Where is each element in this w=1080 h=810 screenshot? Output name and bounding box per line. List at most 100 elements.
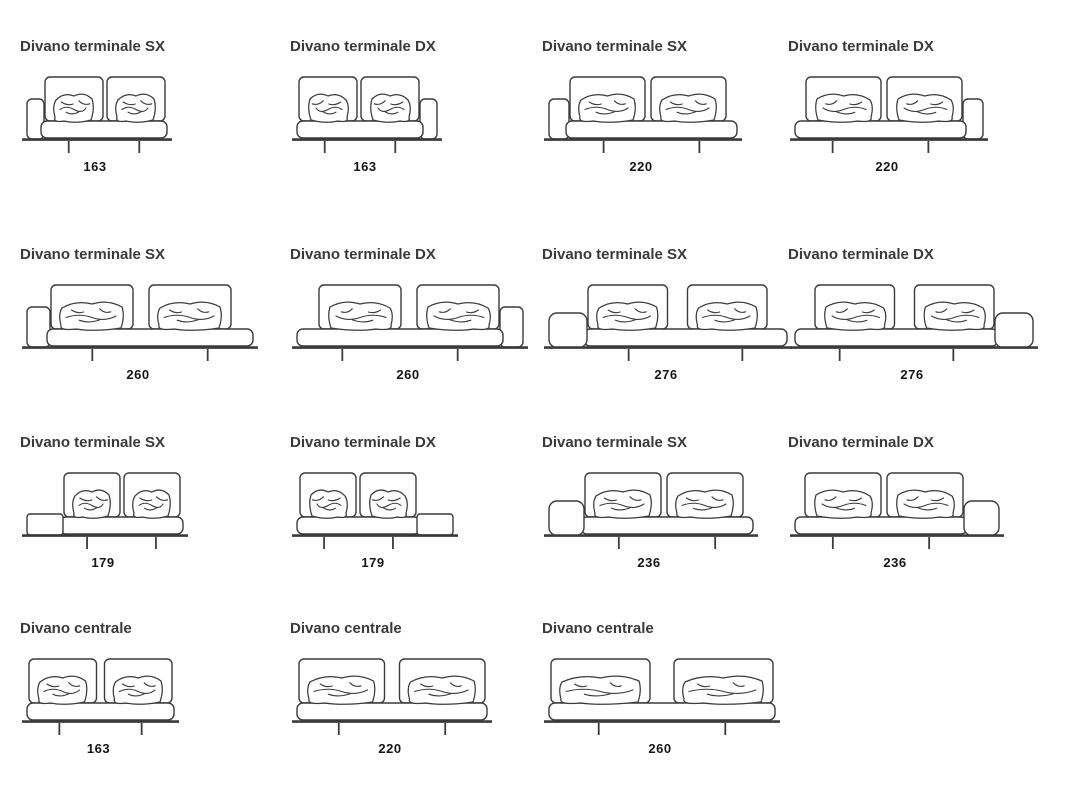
sofa-drawing — [22, 658, 286, 738]
dimension-label: 276 — [654, 367, 678, 382]
item-title: Divano terminale DX — [788, 38, 934, 55]
sofa-item: Divano terminale DX 276 — [788, 246, 1054, 382]
cushion — [676, 111, 696, 115]
cushion — [132, 489, 171, 519]
cushion — [607, 309, 621, 314]
cushion — [78, 319, 101, 323]
cushion — [377, 106, 405, 112]
sofa-item: Divano terminale DX 163 — [290, 38, 556, 174]
sofa-item: Divano terminale DX 236 — [788, 434, 1054, 570]
cushion — [685, 497, 699, 502]
cushion — [734, 308, 747, 313]
cushion — [930, 101, 944, 106]
cushion — [578, 93, 636, 123]
cushion — [695, 301, 758, 331]
seat-base — [26, 702, 175, 721]
cushion — [322, 111, 337, 115]
sofa-drawing — [544, 76, 808, 156]
cushion — [370, 93, 411, 123]
cushion — [138, 502, 164, 508]
cushion — [376, 502, 402, 508]
cushion — [168, 309, 183, 314]
cushion — [836, 111, 856, 115]
seat-base — [296, 516, 421, 535]
cushion — [602, 314, 652, 320]
cushion — [143, 507, 158, 511]
cushion — [565, 688, 634, 694]
cushion — [588, 101, 602, 106]
cushion — [72, 489, 111, 519]
cushion — [373, 100, 386, 105]
cushion — [59, 106, 87, 112]
sofa-item: Divano terminale SX 276 — [542, 246, 808, 382]
cushion — [139, 497, 153, 502]
cushion — [420, 683, 434, 688]
cushion — [413, 688, 469, 694]
cushion — [599, 502, 645, 508]
cushion — [707, 309, 721, 314]
sofa-item: Divano terminale DX 179 — [290, 434, 556, 570]
cushion — [449, 319, 472, 323]
sofa-drawing — [544, 284, 808, 364]
cushion — [688, 688, 757, 694]
cushion — [156, 496, 169, 501]
cushion — [351, 319, 374, 323]
cushion — [593, 489, 652, 519]
cushion — [629, 496, 642, 501]
cushion — [821, 502, 867, 508]
armrest — [26, 513, 64, 536]
sofa-item: Divano terminale DX 220 — [788, 38, 1054, 174]
cushion — [426, 301, 491, 331]
item-title: Divano terminale SX — [20, 38, 166, 55]
seat-base — [296, 328, 504, 347]
item-title: Divano terminale SX — [542, 434, 688, 451]
sofa-drawing — [292, 472, 556, 552]
item-title: Divano terminale DX — [290, 38, 436, 55]
cushion — [327, 497, 341, 502]
cushion — [307, 675, 376, 705]
item-title: Divano centrale — [290, 620, 402, 637]
seat-base — [59, 516, 184, 535]
cushion — [428, 693, 451, 697]
cushion — [46, 683, 60, 688]
cushion — [122, 101, 136, 106]
sofa-drawing — [292, 76, 556, 156]
cushion — [59, 301, 124, 331]
cushion — [308, 93, 349, 123]
cushion — [83, 507, 98, 511]
cushion — [327, 693, 351, 697]
sofa-item: Divano terminale SX 163 — [20, 38, 286, 174]
cushion — [697, 683, 711, 688]
sofa-drawing — [544, 472, 808, 552]
cushion — [65, 314, 117, 320]
sofa-item: Divano terminale SX 220 — [542, 38, 808, 174]
dimension-label: 163 — [353, 159, 377, 174]
sofa-item: Divano centrale 163 — [20, 620, 286, 756]
dimension-label: 236 — [637, 555, 661, 570]
cushion — [328, 101, 342, 106]
sofa-drawing — [22, 284, 286, 364]
cushion — [930, 314, 980, 320]
cushion — [609, 682, 622, 687]
cushion — [319, 683, 333, 688]
cushion — [143, 682, 156, 687]
cushion — [861, 309, 875, 314]
sofa-drawing — [22, 472, 286, 552]
cushion — [846, 319, 868, 323]
cushion — [825, 100, 838, 105]
cushion — [682, 675, 764, 705]
cushion — [315, 106, 343, 112]
cushion — [438, 308, 451, 313]
item-title: Divano terminale SX — [20, 434, 166, 451]
seat-base — [548, 702, 776, 721]
cushion — [78, 100, 91, 105]
cushion — [634, 308, 647, 313]
cushion — [311, 100, 324, 105]
cushion — [367, 309, 382, 314]
dimension-label: 220 — [629, 159, 653, 174]
seat-base — [46, 328, 254, 347]
cushion — [961, 309, 975, 314]
cushion — [121, 683, 135, 688]
cushion — [197, 308, 210, 313]
cushion — [311, 496, 324, 501]
